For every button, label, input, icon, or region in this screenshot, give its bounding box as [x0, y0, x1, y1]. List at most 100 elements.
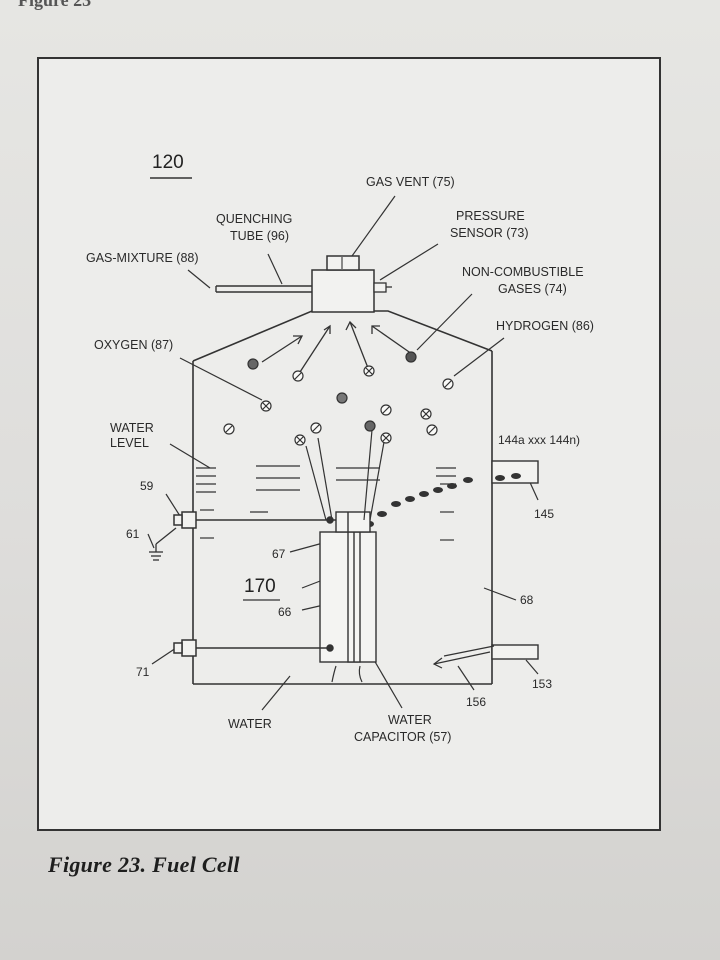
label-pressure-sensor-1: PRESSURE	[456, 209, 525, 223]
label-145: 145	[534, 507, 554, 521]
label-71: 71	[136, 665, 150, 679]
arrow-head-d	[371, 325, 380, 334]
rise-2	[317, 437, 333, 521]
leader-pressure-sensor	[379, 243, 439, 281]
figure-number: 120	[152, 152, 184, 173]
arrow-line-c	[349, 321, 369, 369]
label-water-capacitor-1: WATER	[388, 713, 432, 727]
terminal-59-nut	[173, 514, 183, 526]
label-61: 61	[126, 527, 140, 541]
bubble-14-mark-b	[382, 434, 390, 442]
stream-dot-4	[447, 483, 457, 489]
bubble-5-mark	[444, 380, 452, 388]
arrow-line-b	[299, 325, 331, 373]
stream-dot-8	[391, 501, 401, 507]
rise-1	[305, 445, 327, 521]
label-non-combustible-2: GASES (74)	[498, 282, 567, 296]
figure-frame	[37, 57, 661, 831]
arrow-head-a	[293, 335, 304, 345]
label-156: 156	[466, 695, 486, 709]
terminal-71-nut	[173, 642, 183, 654]
label-non-combustible-1: NON-COMBUSTIBLE	[462, 265, 584, 279]
leader-lines	[147, 195, 539, 711]
leader-156	[457, 665, 475, 691]
cut-off-heading: Figure 23	[18, 0, 92, 10]
gas-flow-arrows	[261, 320, 413, 373]
lower-port-pipe	[491, 644, 539, 660]
vent-cap	[326, 255, 360, 271]
rise-4	[369, 441, 385, 521]
quenching-tube	[215, 285, 312, 293]
gas-bubbles	[223, 351, 454, 446]
terminal-59	[181, 511, 197, 529]
label-gas-vent: GAS VENT (75)	[366, 175, 455, 189]
leader-153	[525, 659, 539, 675]
leader-oxygen	[179, 357, 263, 401]
leader-gas-mixture	[187, 269, 211, 289]
ground-stem	[155, 527, 177, 545]
return-line-1	[433, 651, 491, 665]
capacitor-top-cap	[335, 511, 371, 533]
label-170: 170	[244, 576, 276, 597]
label-quenching-tube-1: QUENCHING	[216, 212, 292, 226]
bubble-13	[364, 420, 376, 432]
figure-caption: Figure 23. Fuel Cell	[48, 852, 240, 877]
lower-lead-node	[326, 644, 334, 652]
stream-dot-7	[405, 496, 415, 502]
sensor-stub	[373, 282, 387, 293]
upper-lead-node	[326, 516, 334, 524]
capacitor-inflow	[331, 665, 363, 683]
outlet-port-lower	[491, 644, 539, 660]
leader-61	[147, 533, 155, 549]
label-pressure-sensor-2: SENSOR (73)	[450, 226, 529, 240]
rise-3	[363, 429, 373, 521]
stream-dot-2	[495, 475, 505, 481]
label-66: 66	[278, 605, 292, 619]
bubble-10-mark	[225, 425, 233, 433]
stream-dot-3	[463, 477, 473, 483]
return-head-1	[432, 657, 443, 669]
arrow-head-c	[345, 320, 357, 331]
labels: GAS VENT (75) QUENCHING TUBE (96) PRESSU…	[86, 175, 594, 744]
leader-non-combustible	[416, 293, 473, 351]
label-quenching-tube-2: TUBE (96)	[230, 229, 289, 243]
bubble-3-mark-b	[365, 367, 373, 375]
return-flow-arrows	[432, 645, 495, 669]
label-oxygen: OXYGEN (87)	[94, 338, 173, 352]
label-59: 59	[140, 479, 154, 493]
leader-quenching-tube	[267, 253, 283, 285]
label-gas-mixture: GAS-MIXTURE (88)	[86, 251, 199, 265]
label-water-capacitor-2: CAPACITOR (57)	[354, 730, 451, 744]
bubble-6-mark-b	[262, 402, 270, 410]
vent-body	[311, 269, 375, 313]
gas-vent-housing	[311, 255, 375, 313]
ground-symbol	[149, 527, 177, 561]
arrow-line-a	[261, 335, 303, 363]
electrical-leads	[173, 511, 336, 657]
leader-71	[151, 647, 177, 665]
bubble-9-mark-b	[422, 410, 430, 418]
bubble-4	[405, 351, 417, 363]
bubble-11-mark-b	[296, 436, 304, 444]
label-water-level-1: WATER	[110, 421, 154, 435]
label-hydrogen: HYDROGEN (86)	[496, 319, 594, 333]
bubble-2-mark	[294, 372, 302, 380]
label-water-level-2: LEVEL	[110, 436, 149, 450]
leader-water-level	[169, 443, 211, 469]
inflow-1	[331, 665, 337, 683]
label-68: 68	[520, 593, 534, 607]
terminal-71	[181, 639, 197, 657]
leader-gas-vent	[351, 195, 396, 257]
capacitor-gas-rise	[305, 429, 385, 521]
leader-water	[261, 675, 291, 711]
stream-dot-9	[377, 511, 387, 517]
inflow-2	[358, 665, 363, 683]
bubble-15-mark	[428, 426, 436, 434]
label-67: 67	[272, 547, 286, 561]
stream-dot-6	[419, 491, 429, 497]
label-water: WATER	[228, 717, 272, 731]
bubble-1	[247, 358, 259, 370]
water-capacitor	[319, 511, 377, 663]
